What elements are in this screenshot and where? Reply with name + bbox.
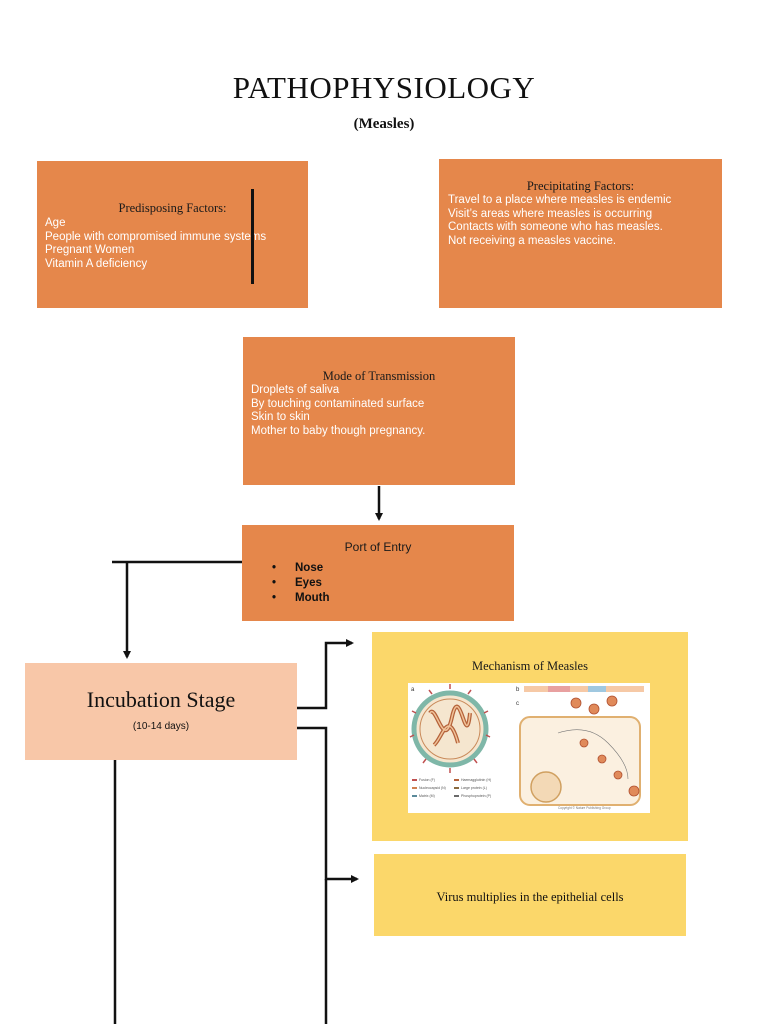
- svg-text:Large protein (L): Large protein (L): [461, 786, 487, 790]
- precipitating-factors-box: Precipitating Factors: Travel to a place…: [439, 159, 722, 308]
- page-title: PATHOPHYSIOLOGY: [232, 70, 536, 105]
- list-item: Visit’s areas where measles is occurring: [448, 207, 653, 220]
- list-item: Skin to skin: [251, 411, 310, 423]
- virus-multiplies-box: Virus multiplies in the epithelial cells: [374, 854, 686, 936]
- list-item: Not receiving a measles vaccine.: [448, 234, 617, 247]
- svg-text:Matrix (M): Matrix (M): [419, 794, 435, 798]
- predisposing-factors-list: Age People with compromised immune syste…: [45, 217, 308, 271]
- port-of-entry-list: Nose Eyes Mouth: [242, 561, 514, 606]
- svg-text:Nucleocapsid (N): Nucleocapsid (N): [419, 786, 446, 790]
- predisposing-factors-box: Predisposing Factors: Age People with co…: [37, 161, 308, 308]
- list-item: Mouth: [272, 591, 514, 606]
- vertical-divider: [251, 189, 254, 284]
- list-item: Mother to baby though pregnancy.: [251, 424, 426, 437]
- incubation-stage-title: Incubation Stage: [86, 687, 236, 712]
- virus-multiplies-text: Virus multiplies in the epithelial cells: [436, 890, 624, 904]
- measles-mechanism-figure: a Fusion (F) Haemagglutinin (H) Nucleoca…: [408, 683, 650, 813]
- list-item: Age: [45, 217, 66, 229]
- precipitating-factors-title: Precipitating Factors:: [526, 179, 635, 193]
- mechanism-box: Mechanism of Measles a Fusion (F) Haemag…: [372, 632, 688, 841]
- list-item: Travel to a place where measles is endem…: [448, 194, 672, 206]
- port-of-entry-box: Port of Entry Nose Eyes Mouth: [242, 525, 514, 621]
- mechanism-title: Mechanism of Measles: [472, 659, 588, 673]
- list-item: Droplets of saliva: [251, 384, 340, 396]
- svg-text:c: c: [516, 701, 519, 707]
- list-item: Vitamin A deficiency: [45, 257, 148, 270]
- arrow-to-virus: [297, 726, 359, 883]
- mode-of-transmission-title: Mode of Transmission: [322, 369, 436, 383]
- precipitating-factors-list: Travel to a place where measles is endem…: [448, 194, 722, 248]
- svg-text:Haemagglutinin (H): Haemagglutinin (H): [461, 778, 491, 782]
- svg-text:Phosphoprotein (P): Phosphoprotein (P): [461, 794, 491, 798]
- predisposing-factors-title: Predisposing Factors:: [118, 201, 227, 215]
- port-of-entry-title: Port of Entry: [344, 540, 412, 554]
- svg-text:Copyright © Nature Publishing: Copyright © Nature Publishing Group: [558, 806, 611, 810]
- mode-of-transmission-list: Droplets of saliva By touching contamina…: [251, 384, 515, 438]
- list-item: People with compromised immune systems: [45, 230, 267, 243]
- mode-of-transmission-box: Mode of Transmission Droplets of saliva …: [243, 337, 515, 485]
- arrow-to-mechanism: [297, 639, 354, 710]
- svg-text:a: a: [411, 687, 415, 693]
- list-item: By touching contaminated surface: [251, 397, 425, 410]
- svg-text:b: b: [516, 687, 520, 693]
- list-item: Contacts with someone who has measles.: [448, 221, 663, 233]
- list-item: Pregnant Women: [45, 244, 135, 256]
- incubation-stage-box: Incubation Stage (10-14 days): [25, 663, 297, 760]
- svg-text:Fusion (F): Fusion (F): [419, 778, 435, 782]
- virus-diagram-illustration: a Fusion (F) Haemagglutinin (H) Nucleoca…: [409, 684, 644, 810]
- list-item: Nose: [272, 561, 514, 576]
- page-subtitle: (Measles): [353, 116, 415, 132]
- list-item: Eyes: [272, 576, 514, 591]
- incubation-duration: (10-14 days): [132, 721, 190, 732]
